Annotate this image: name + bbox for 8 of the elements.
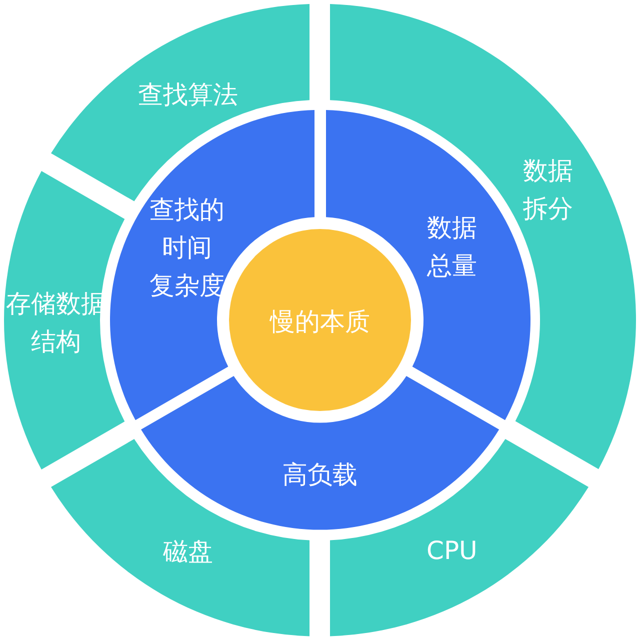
segment-label: 磁盘: [162, 536, 213, 568]
segment-label: 高负载: [282, 458, 358, 491]
center-label: 慢的本质: [270, 306, 370, 338]
segment-label: 查找的时间复杂度: [148, 194, 226, 302]
segment-label: 数据拆分: [522, 154, 574, 225]
segment-label: 数据总量: [426, 212, 478, 282]
segment-label: CPU: [426, 534, 478, 567]
segment-label: 查找算法: [138, 78, 238, 111]
